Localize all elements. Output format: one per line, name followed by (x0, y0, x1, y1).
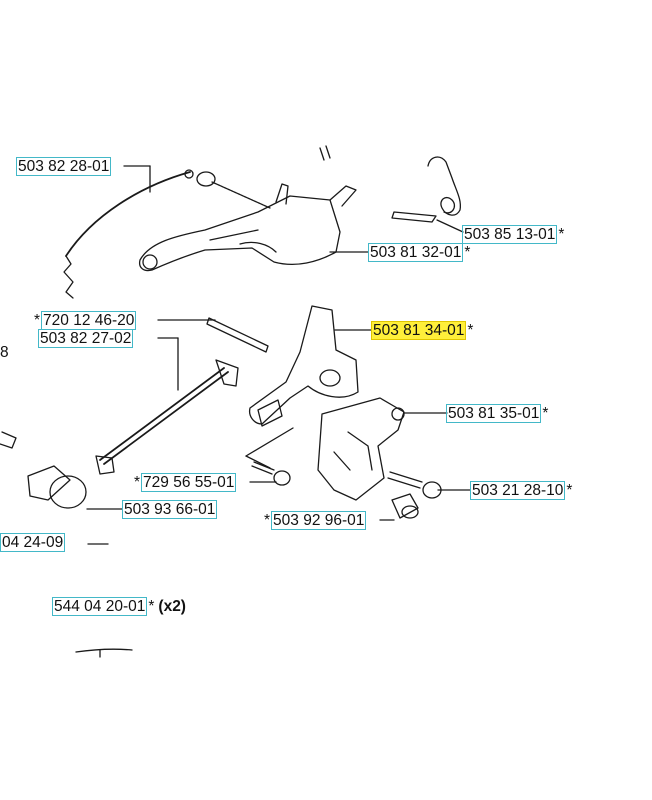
part-number-box[interactable]: 503 82 27-02 (38, 329, 134, 348)
part-number-box[interactable]: 720 12 46-20 (41, 311, 137, 330)
knob-body (27, 465, 71, 501)
part-label-503-21-28-10: 503 21 28-10* (470, 481, 573, 500)
leader-line (245, 455, 271, 469)
part-number-box[interactable]: 503 81 35-01 (446, 404, 542, 423)
screw-head (273, 470, 291, 486)
part-label-503-81-32-01: 503 81 32-01* (368, 243, 471, 262)
bracket (317, 397, 405, 501)
part-label-503-82-28-01: 503 82 28-01 (16, 157, 112, 176)
trigger-tab (329, 185, 357, 207)
trigger-pivot (142, 254, 158, 270)
part-label-503-92-96-01: *503 92 96-01 (264, 511, 367, 530)
part-number-box[interactable]: 04 24-09 (0, 533, 66, 552)
screw (387, 471, 423, 489)
partial-part (0, 431, 17, 449)
part-label-720-12-46-20: *720 12 46-20 (34, 311, 137, 330)
link-rod (99, 367, 225, 461)
part-number-box[interactable]: 544 04 20-01 (52, 597, 148, 616)
part-label-503-85-13-01: 503 85 13-01* (462, 225, 565, 244)
part-label-544-04-20-01: 544 04 20-01*(x2) (52, 597, 186, 616)
link-rod (103, 371, 229, 465)
part-number-box[interactable]: 503 21 28-10 (470, 481, 566, 500)
cable-end (184, 169, 194, 179)
part-number-box[interactable]: 503 82 28-01 (16, 157, 112, 176)
knob (49, 475, 87, 509)
part-number-box[interactable]: 503 92 96-01 (271, 511, 367, 530)
rod-end (215, 359, 239, 387)
lever-clip (257, 399, 283, 427)
partial-arc (75, 648, 133, 653)
part-number-box[interactable]: 503 85 13-01 (462, 225, 558, 244)
rod (206, 317, 269, 353)
part-number-box[interactable]: 729 56 55-01 (141, 473, 237, 492)
rod-end (95, 455, 115, 475)
bracket-hole (391, 407, 405, 421)
cable-grommet (196, 171, 216, 187)
leader-line (245, 427, 294, 457)
throttle-trigger (138, 195, 341, 272)
part-number-box[interactable]: 503 93 66-01 (122, 500, 218, 519)
plug-end (401, 505, 419, 519)
leader-line (436, 219, 464, 233)
bracket-detail (333, 431, 373, 471)
part-label-503-82-27-02: 503 82 27-02 (38, 329, 134, 348)
part-label-503-81-35-01: 503 81 35-01* (446, 404, 549, 423)
part-label-503-81-34-01: 503 81 34-01* (371, 321, 474, 340)
cable-connector (211, 181, 271, 209)
screw-head (422, 481, 442, 499)
trigger-detail (209, 229, 277, 253)
lever-bushing (319, 369, 341, 387)
part-label-503-93-66-01: 503 93 66-01 (122, 500, 218, 519)
cable-hook (63, 255, 74, 299)
part-number-box[interactable]: 503 81 32-01 (368, 243, 464, 262)
screw (251, 461, 275, 475)
quantity-label: (x2) (158, 598, 186, 615)
choke-lever (248, 305, 359, 425)
part-fragment (319, 145, 331, 161)
throttle-cable (65, 171, 191, 257)
part-label-edge-8: 8 (0, 344, 9, 361)
trigger-tab (275, 183, 289, 205)
spring-arm (391, 211, 437, 223)
spring (427, 156, 462, 216)
part-label-729-56-55-01: *729 56 55-01 (134, 473, 237, 492)
part-label-04-24-09: 04 24-09 (0, 533, 66, 552)
part-number-box-highlighted[interactable]: 503 81 34-01 (371, 321, 467, 340)
plug (391, 493, 419, 519)
